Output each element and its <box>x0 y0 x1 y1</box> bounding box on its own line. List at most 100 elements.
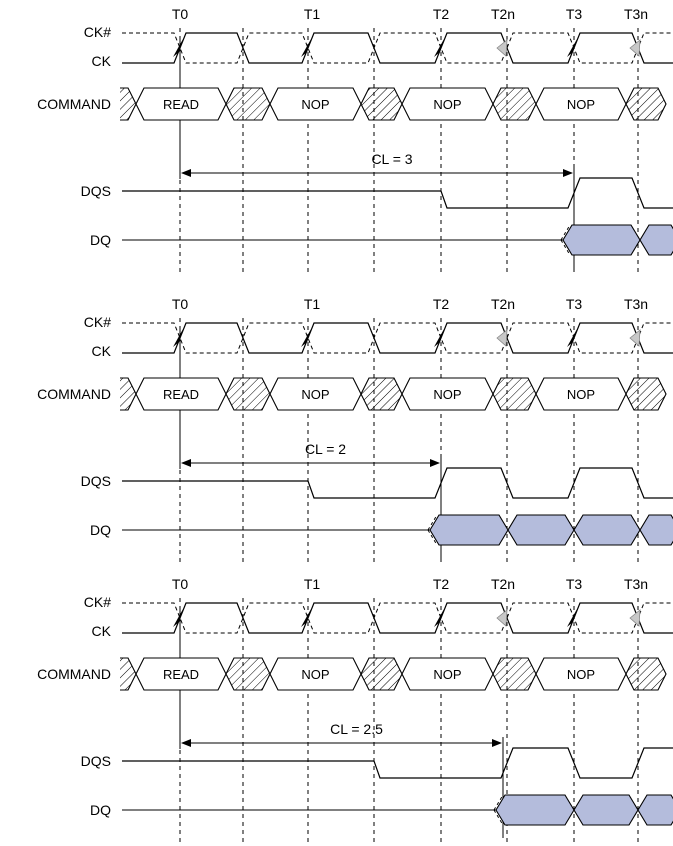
rising-edge-arrow-icon <box>567 329 577 347</box>
command-dont-care <box>360 377 403 411</box>
ck-waveform <box>122 602 673 634</box>
dq-data-valid <box>639 514 673 546</box>
command-slot <box>535 657 627 691</box>
ck-waveform <box>122 32 673 64</box>
command-nop-label: NOP <box>301 387 329 402</box>
tick-label-t2: T2 <box>433 576 450 592</box>
command-dont-care <box>120 657 137 691</box>
command-read-label: READ <box>163 667 199 682</box>
command-read-label: READ <box>163 387 199 402</box>
tick-label-t3: T3 <box>566 296 583 312</box>
command-slot <box>135 377 227 411</box>
command-dont-care <box>360 87 403 121</box>
signal-label-command: COMMAND <box>37 96 111 112</box>
tick-label-t2n: T2n <box>491 6 515 22</box>
command-dont-care <box>225 377 271 411</box>
command-nop-label: NOP <box>433 667 461 682</box>
command-read-label: READ <box>163 97 199 112</box>
rising-edge-arrow-icon <box>301 609 311 627</box>
command-dont-care <box>225 87 271 121</box>
tick-label-t2: T2 <box>433 296 450 312</box>
dq-data-valid <box>507 514 575 546</box>
dq-data-valid <box>495 794 575 826</box>
dqs-waveform <box>122 177 673 209</box>
rising-edge-arrow-icon <box>173 609 183 627</box>
signal-label-ck: CK <box>92 343 112 359</box>
ck-bar-waveform <box>122 602 673 634</box>
signal-label-dq: DQ <box>90 232 111 248</box>
tick-label-t0: T0 <box>172 296 189 312</box>
command-dont-care <box>225 657 271 691</box>
tick-label-t3: T3 <box>566 6 583 22</box>
signal-label-ckb: CK# <box>84 594 111 610</box>
command-slot <box>269 657 362 691</box>
cas-latency-label: CL = 2 <box>305 441 346 457</box>
command-nop-label: NOP <box>567 667 595 682</box>
dq-data-valid <box>429 514 509 546</box>
signal-label-dqs: DQS <box>81 183 111 199</box>
command-slot <box>401 87 494 121</box>
rising-edge-arrow-icon <box>567 39 577 57</box>
tick-label-t1: T1 <box>304 6 321 22</box>
signal-label-command: COMMAND <box>37 386 111 402</box>
tick-label-t2n: T2n <box>491 296 515 312</box>
falling-edge-arrow-icon <box>496 609 508 627</box>
cas-latency-label: CL = 3 <box>371 151 412 167</box>
rising-edge-arrow-icon <box>301 329 311 347</box>
command-dont-care <box>120 87 137 121</box>
tick-label-t1: T1 <box>304 576 321 592</box>
tick-label-t3n: T3n <box>624 296 648 312</box>
command-dont-care <box>120 377 137 411</box>
falling-edge-arrow-icon <box>629 39 641 57</box>
command-slot <box>269 87 362 121</box>
signal-label-command: COMMAND <box>37 666 111 682</box>
signal-label-dqs: DQS <box>81 753 111 769</box>
command-nop-label: NOP <box>433 97 461 112</box>
command-dont-care <box>625 87 667 121</box>
rising-edge-arrow-icon <box>567 609 577 627</box>
dqs-waveform <box>122 747 673 779</box>
command-dont-care <box>492 87 537 121</box>
command-slot <box>535 377 627 411</box>
dq-transition-edge <box>493 794 504 826</box>
falling-edge-arrow-icon <box>496 39 508 57</box>
rising-edge-arrow-icon <box>434 329 444 347</box>
tick-label-t3n: T3n <box>624 576 648 592</box>
ck-bar-waveform <box>122 322 673 354</box>
command-slot <box>269 377 362 411</box>
command-dont-care <box>360 657 403 691</box>
rising-edge-arrow-icon <box>173 329 183 347</box>
falling-edge-arrow-icon <box>629 329 641 347</box>
command-nop-label: NOP <box>567 387 595 402</box>
command-slot <box>401 657 494 691</box>
dq-data-valid <box>562 224 641 256</box>
dq-data-valid <box>637 794 673 826</box>
command-nop-label: NOP <box>301 97 329 112</box>
command-slot <box>135 657 227 691</box>
ck-bar-waveform <box>122 32 673 64</box>
tick-label-t3: T3 <box>566 576 583 592</box>
tick-label-t3n: T3n <box>624 6 648 22</box>
dq-data-valid <box>639 224 673 256</box>
dq-transition-edge <box>427 514 438 546</box>
command-dont-care <box>625 377 667 411</box>
tick-label-t1: T1 <box>304 296 321 312</box>
dq-transition-edge <box>560 224 571 256</box>
tick-label-t2: T2 <box>433 6 450 22</box>
tick-label-t2n: T2n <box>491 576 515 592</box>
cas-latency-label: CL = 2.5 <box>330 721 383 737</box>
signal-label-ckb: CK# <box>84 24 111 40</box>
command-nop-label: NOP <box>433 387 461 402</box>
command-nop-label: NOP <box>301 667 329 682</box>
signal-label-ckb: CK# <box>84 314 111 330</box>
ck-waveform <box>122 322 673 354</box>
rising-edge-arrow-icon <box>301 39 311 57</box>
signal-label-ck: CK <box>92 53 112 69</box>
rising-edge-arrow-icon <box>173 39 183 57</box>
command-slot <box>401 377 494 411</box>
command-dont-care <box>625 657 667 691</box>
